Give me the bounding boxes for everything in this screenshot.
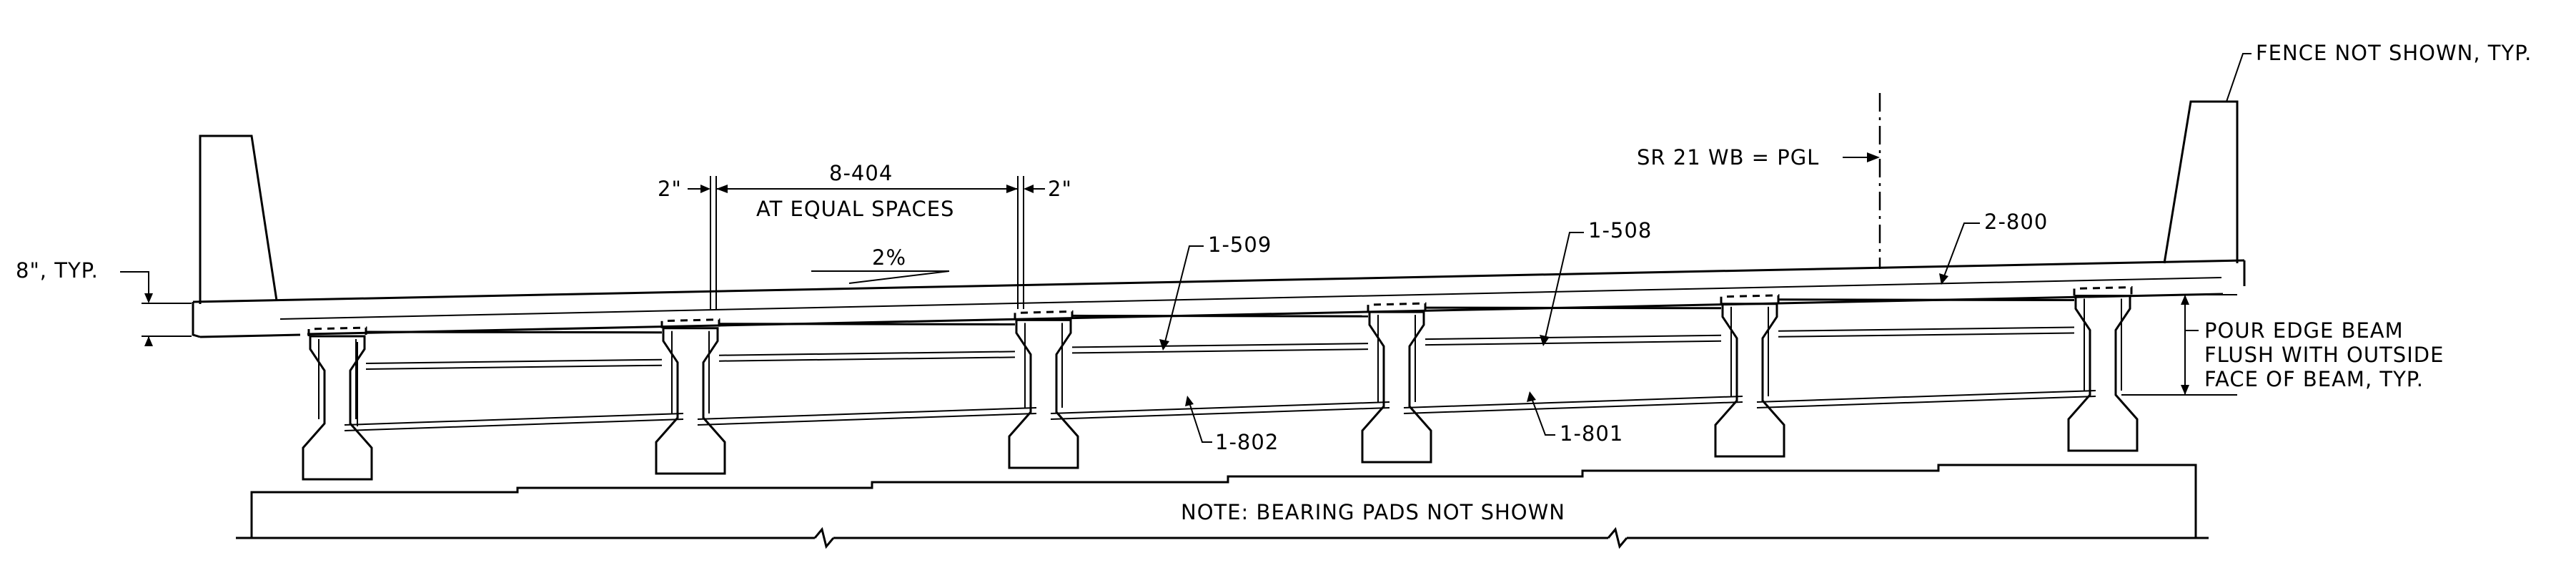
left-barrier — [199, 134, 278, 304]
slope-label: 2% — [872, 245, 906, 270]
prestressed-beam — [1008, 310, 1079, 469]
prestressed-beam — [302, 326, 373, 481]
leader-1-509 — [1159, 245, 1204, 351]
bay-reinforcement — [1403, 306, 1743, 414]
deck-slab — [192, 259, 2246, 338]
edge-beam-note-1: POUR EDGE BEAM — [2204, 318, 2404, 343]
bar-1-508-label: 1-508 — [1588, 218, 1652, 243]
bar-1-801-label: 1-801 — [1560, 421, 1623, 446]
dim-2in-right: 2" — [1048, 177, 1072, 201]
bar-1-509-label: 1-509 — [1208, 232, 1272, 257]
bay-reinforcement — [697, 323, 1037, 426]
right-barrier — [2163, 100, 2239, 264]
dim-2in-left: 2" — [658, 177, 682, 201]
fence-note: FENCE NOT SHOWN, TYP. — [2256, 41, 2532, 65]
bar-1-802-label: 1-802 — [1215, 430, 1279, 454]
leader-1-508 — [1540, 232, 1584, 346]
pier-cap — [236, 464, 2209, 549]
bay-reinforcement — [1756, 298, 2096, 408]
bay-reinforcement — [1050, 314, 1390, 420]
bar-spacing-mark: 8-404 — [829, 161, 893, 185]
bay-reinforcement — [344, 330, 684, 431]
leader-1-801 — [1527, 391, 1555, 436]
bay-reinforcement-group — [344, 298, 2096, 431]
bar-spacing-note: AT EQUAL SPACES — [756, 197, 954, 221]
prestressed-beam — [1714, 294, 1785, 458]
bearing-note: NOTE: BEARING PADS NOT SHOWN — [1181, 500, 1565, 524]
deck-thickness-label: 8", TYP. — [16, 258, 99, 283]
pgl-label: SR 21 WB = PGL — [1637, 145, 1819, 170]
edge-beam-dimension — [2121, 294, 2237, 396]
prestressed-beam — [655, 318, 726, 475]
deck-thickness-dimension — [120, 271, 192, 346]
pgl-leader — [1843, 152, 1880, 162]
edge-beam-note-2: FLUSH WITH OUTSIDE — [2204, 343, 2444, 367]
prestressed-beam — [2067, 285, 2139, 452]
leader-2-800 — [1939, 222, 1980, 285]
slope-symbol — [811, 270, 950, 284]
spacing-dimension — [688, 176, 1045, 309]
leader-1-802 — [1185, 396, 1212, 443]
bar-2-800-label: 2-800 — [1984, 210, 2048, 234]
edge-beam-note-3: FACE OF BEAM, TYP. — [2204, 367, 2424, 391]
prestressed-beam — [1361, 302, 1432, 464]
fence-leader — [2226, 53, 2251, 102]
